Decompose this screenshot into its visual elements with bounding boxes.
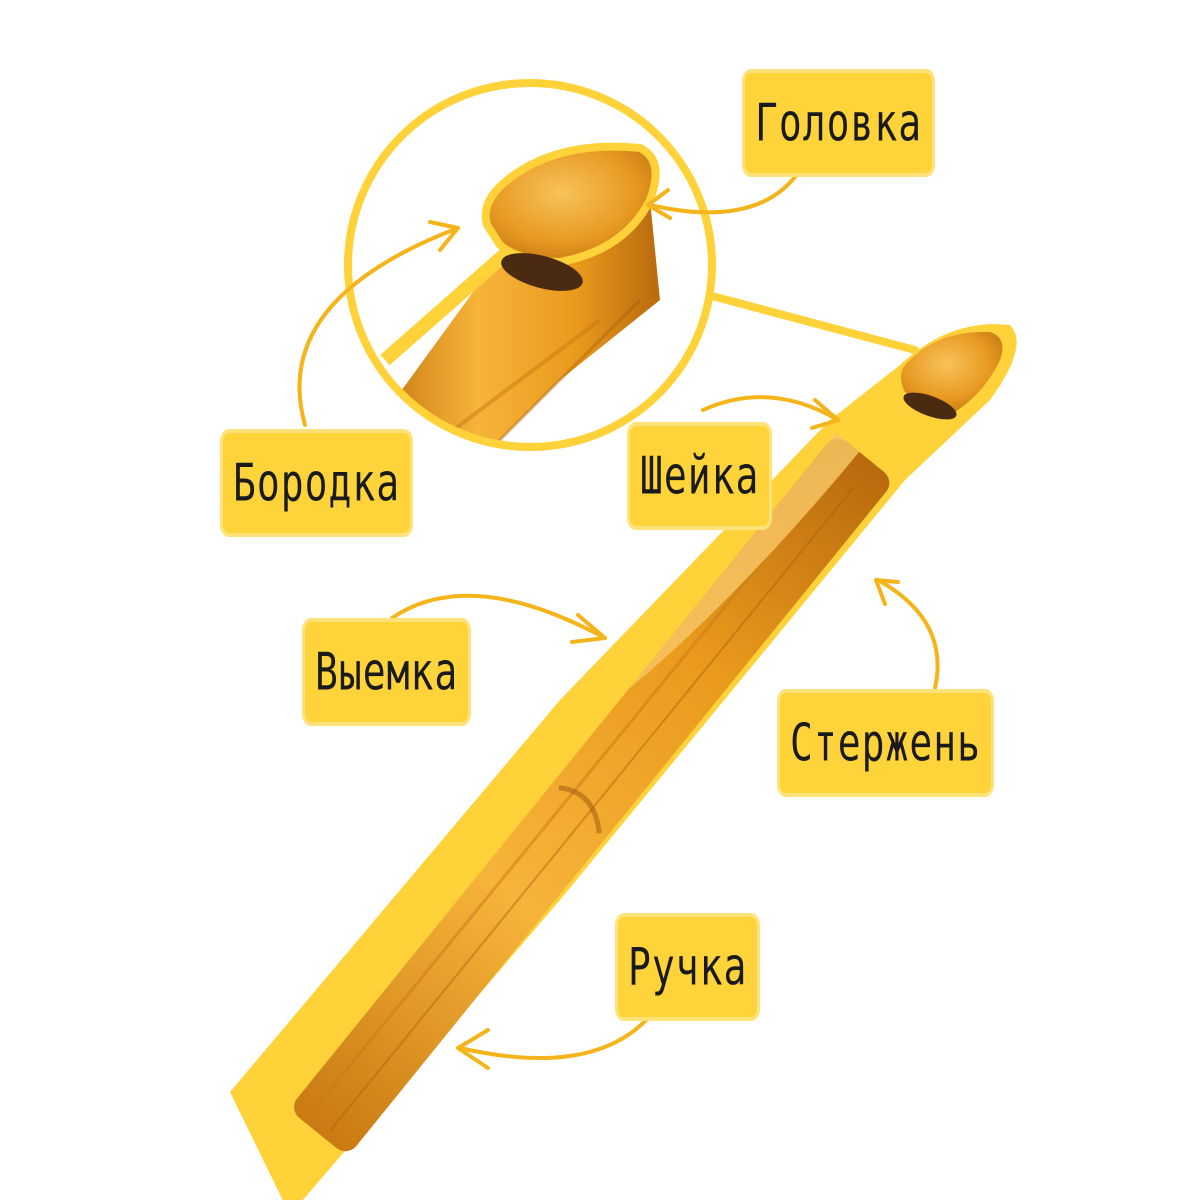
label-shaft: Стержень [780, 693, 992, 793]
arrow-to-throat [297, 220, 460, 427]
hook-shaft [294, 438, 890, 1152]
hook-groove-flat [628, 432, 860, 690]
hook-head [901, 331, 1003, 420]
label-throat: Бородка [223, 433, 411, 533]
arrow-to-handle [456, 1008, 657, 1070]
label-head: Головка [745, 73, 933, 173]
label-groove: Выемка [305, 622, 469, 722]
zoom-connector-line [708, 292, 919, 354]
arrow-to-groove [390, 593, 607, 644]
zoom-circle [344, 79, 716, 451]
label-handle: Ручка [618, 917, 758, 1017]
crochet-hook [230, 324, 1017, 1200]
arrow-to-shaft [874, 578, 940, 690]
label-neck: Шейка [630, 426, 770, 526]
arrow-to-head [646, 168, 802, 220]
arrow-to-neck [701, 395, 840, 430]
